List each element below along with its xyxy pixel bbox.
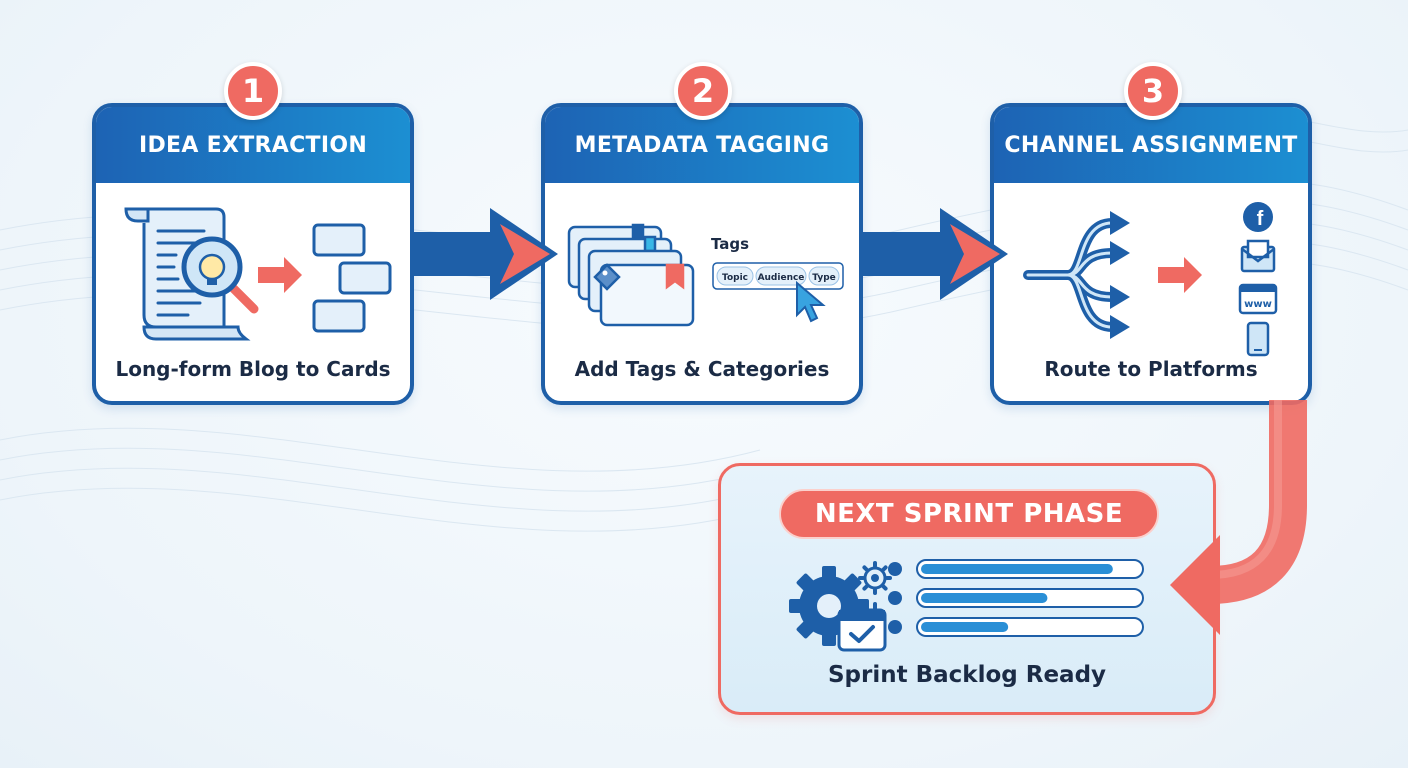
sprint-caption: Sprint Backlog Ready (827, 662, 1107, 688)
backlog-progress-row (888, 559, 1144, 579)
email-icon (1240, 239, 1276, 273)
magnifier-lightbulb-icon (181, 236, 259, 314)
facebook-icon: f (1243, 202, 1273, 232)
step-number-badge-3: 3 (1124, 62, 1182, 120)
svg-text:Topic: Topic (722, 273, 748, 283)
small-gear-icon (858, 561, 892, 595)
step-card-idea-extraction: IDEA EXTRACTION (92, 103, 414, 405)
tag-chip-topic: Topic (716, 266, 754, 286)
web-icon: www (1238, 283, 1278, 315)
step-number-badge-2: 2 (674, 62, 732, 120)
step-caption: Long-form Blog to Cards (115, 357, 391, 381)
tag-chip-type: Type (808, 266, 840, 286)
progress-bullet (888, 591, 902, 605)
step-number-badge-1: 1 (224, 62, 282, 120)
progress-fill (921, 593, 1048, 603)
backlog-progress-row (888, 617, 1144, 637)
progress-bullet (888, 562, 902, 576)
flow-arrow-1-to-2 (410, 208, 558, 300)
mobile-phone-icon (1246, 321, 1270, 357)
tagging-illustration: Topic Audience Type (567, 223, 844, 327)
svg-text:www: www (1244, 299, 1272, 310)
step-card-metadata-tagging: METADATA TAGGING Topic Audience Type (541, 103, 863, 405)
cursor-icon (796, 280, 826, 323)
svg-text:Audience: Audience (758, 273, 805, 283)
tag-chip-audience: Audience (755, 266, 807, 286)
progress-fill (921, 564, 1113, 574)
step-caption: Route to Platforms (1044, 357, 1258, 381)
step-caption: Add Tags & Categories (574, 357, 830, 381)
blog-to-cards-illustration (124, 207, 392, 341)
routing-illustration: f www (1023, 202, 1278, 357)
step-card-channel-assignment: CHANNEL ASSIGNMENT f (990, 103, 1312, 405)
calendar-check-icon (837, 602, 887, 652)
idea-cards-icon (312, 223, 392, 333)
sprint-illustration (789, 559, 1144, 652)
backlog-progress-row (888, 588, 1144, 608)
backlog-progress-list (888, 559, 1144, 637)
sprint-title: NEXT SPRINT PHASE (779, 489, 1159, 539)
flow-arrow-2-to-3 (860, 208, 1008, 300)
progress-bullet (888, 620, 902, 634)
next-sprint-panel: NEXT SPRINT PHASE (718, 463, 1216, 715)
svg-text:Type: Type (812, 273, 835, 283)
flow-arrow-3-to-sprint (1170, 400, 1307, 635)
svg-text:f: f (1257, 208, 1264, 230)
progress-fill (921, 622, 1009, 632)
transform-arrow-icon (258, 257, 302, 293)
tagged-cards-icon (567, 223, 695, 327)
route-arrow-icon (1158, 257, 1202, 293)
tags-label: Tags (711, 235, 750, 253)
